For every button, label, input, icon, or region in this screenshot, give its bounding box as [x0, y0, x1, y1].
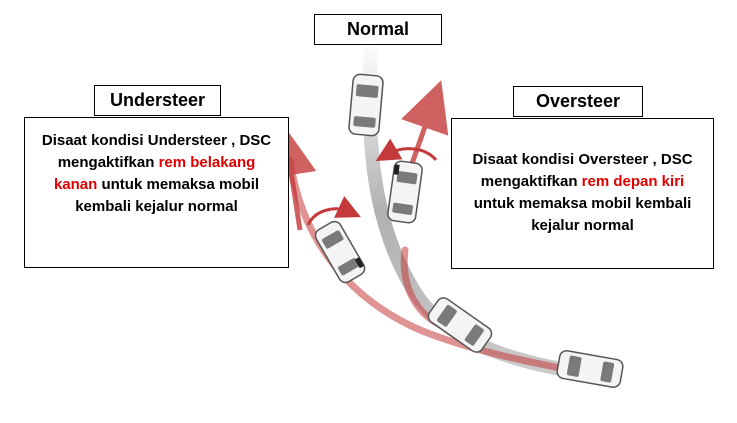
car-understeer: [314, 220, 366, 284]
car-normal-top: [348, 73, 384, 137]
understeer-text-after: untuk memaksa mobil kembali kejalur norm…: [75, 176, 260, 215]
normal-label: Normal: [314, 14, 442, 45]
oversteer-rotation-arrow: [375, 138, 438, 162]
understeer-text-before: Disaat kondisi Understeer , DSC mengakti…: [41, 132, 272, 171]
understeer-path: [286, 156, 564, 372]
oversteer-text-after: untuk memaksa mobil kembali kejalur norm…: [473, 195, 692, 234]
oversteer-description: Disaat kondisi Oversteer , DSC mengaktif…: [451, 118, 714, 269]
understeer-label: Understeer: [94, 85, 221, 116]
normal-label-text: Normal: [346, 19, 409, 39]
understeer-description: Disaat kondisi Understeer , DSC mengakti…: [24, 117, 289, 268]
understeer-arrow: [266, 125, 317, 231]
car-oversteer: [387, 160, 423, 224]
understeer-highlight: rem belakang kanan: [53, 154, 256, 193]
oversteer-label-text: Oversteer: [535, 91, 621, 111]
understeer-label-text: Understeer: [109, 90, 206, 110]
oversteer-label: Oversteer: [513, 86, 643, 117]
oversteer-highlight: rem depan kiri: [581, 173, 685, 190]
oversteer-text-before: Disaat kondisi Oversteer , DSC mengaktif…: [472, 151, 693, 190]
car-middle: [427, 297, 493, 353]
understeer-rotation-arrow: [306, 196, 361, 226]
car-start: [556, 350, 624, 388]
